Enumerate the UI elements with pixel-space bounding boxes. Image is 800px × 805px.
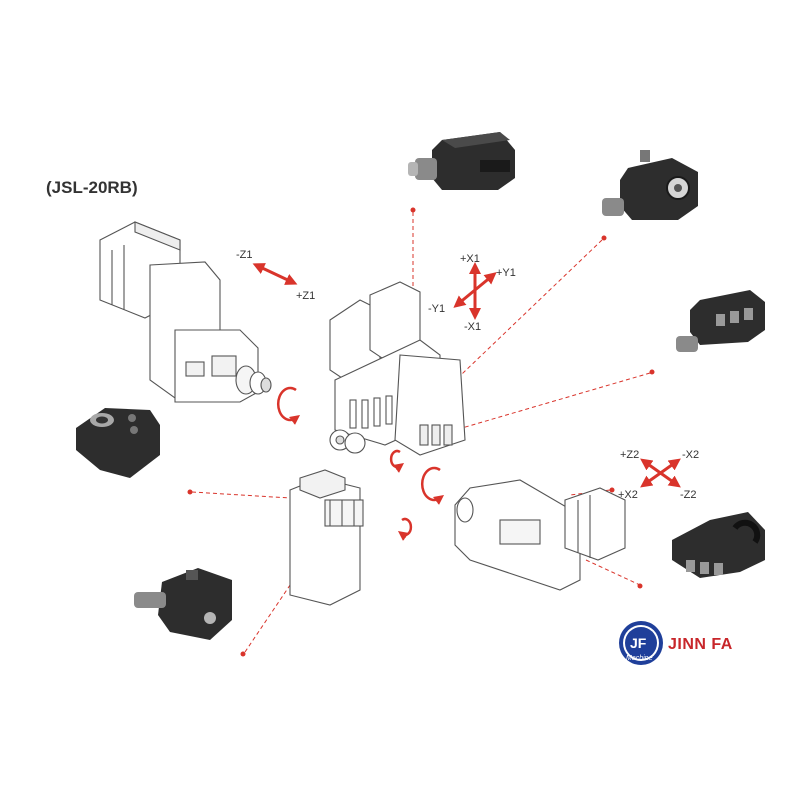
lower-left-holder	[289, 469, 364, 606]
leader-line-lower-left	[191, 491, 291, 499]
label-minus-z2: -Z2	[680, 489, 697, 501]
tool-holder-bottom-right	[672, 512, 765, 578]
rotation-arrow-lower	[397, 517, 413, 541]
label-minus-x1: -X1	[464, 321, 481, 333]
model-title: (JSL-20RB)	[46, 178, 138, 197]
logo-sub: Machine	[626, 655, 653, 662]
brand-name: JINN FA	[668, 636, 733, 653]
tool-holder-right	[676, 290, 765, 352]
leader-dot-top	[410, 207, 416, 213]
tool-holder-bottom-left	[134, 568, 232, 640]
leader-line-bottom-right	[585, 559, 641, 586]
z1-arrow	[252, 263, 298, 285]
left-spindle-unit	[99, 221, 272, 403]
leader-dot-x2	[609, 487, 615, 493]
label-plus-z2: +Z2	[620, 449, 639, 461]
rotation-arrows	[276, 386, 445, 541]
leader-line-upper-right	[439, 239, 603, 396]
tool-holder-top	[408, 132, 515, 190]
y1-arrow	[453, 272, 497, 308]
tool-holder-left	[76, 408, 160, 478]
tool-holder-upper-right	[602, 150, 698, 220]
axis-arrows	[252, 262, 681, 488]
rotation-arrow-small	[389, 449, 405, 473]
label-minus-y1: -Y1	[428, 303, 445, 315]
leader-dot-lower-left	[187, 489, 193, 495]
label-minus-z1: -Z1	[236, 249, 253, 261]
logo-monogram: JF	[630, 635, 647, 651]
axis-labels: -Z1 +Z1 +X1 +Y1 -Y1 -X1 +Z2 -X2 +X2 -Z2	[236, 249, 699, 501]
leader-line-right	[461, 372, 651, 429]
leader-dot-right	[649, 369, 655, 375]
x2-arrow-b	[640, 458, 681, 488]
leader-dot-bottom-left	[240, 651, 246, 657]
label-plus-x2: +X2	[618, 489, 638, 501]
rotation-arrow-c2	[420, 466, 445, 505]
rotation-arrow-c1	[276, 386, 301, 425]
leader-dot-upper-right	[601, 235, 607, 241]
label-plus-x1: +X1	[460, 253, 480, 265]
jinnfa-logo: JF Machine	[619, 621, 663, 665]
label-minus-x2: -X2	[682, 449, 699, 461]
label-plus-z1: +Z1	[296, 290, 315, 302]
label-plus-y1: +Y1	[496, 267, 516, 279]
center-turret	[329, 281, 466, 456]
right-spindle-unit	[454, 479, 626, 591]
leader-dot-bottom-right	[637, 583, 643, 589]
